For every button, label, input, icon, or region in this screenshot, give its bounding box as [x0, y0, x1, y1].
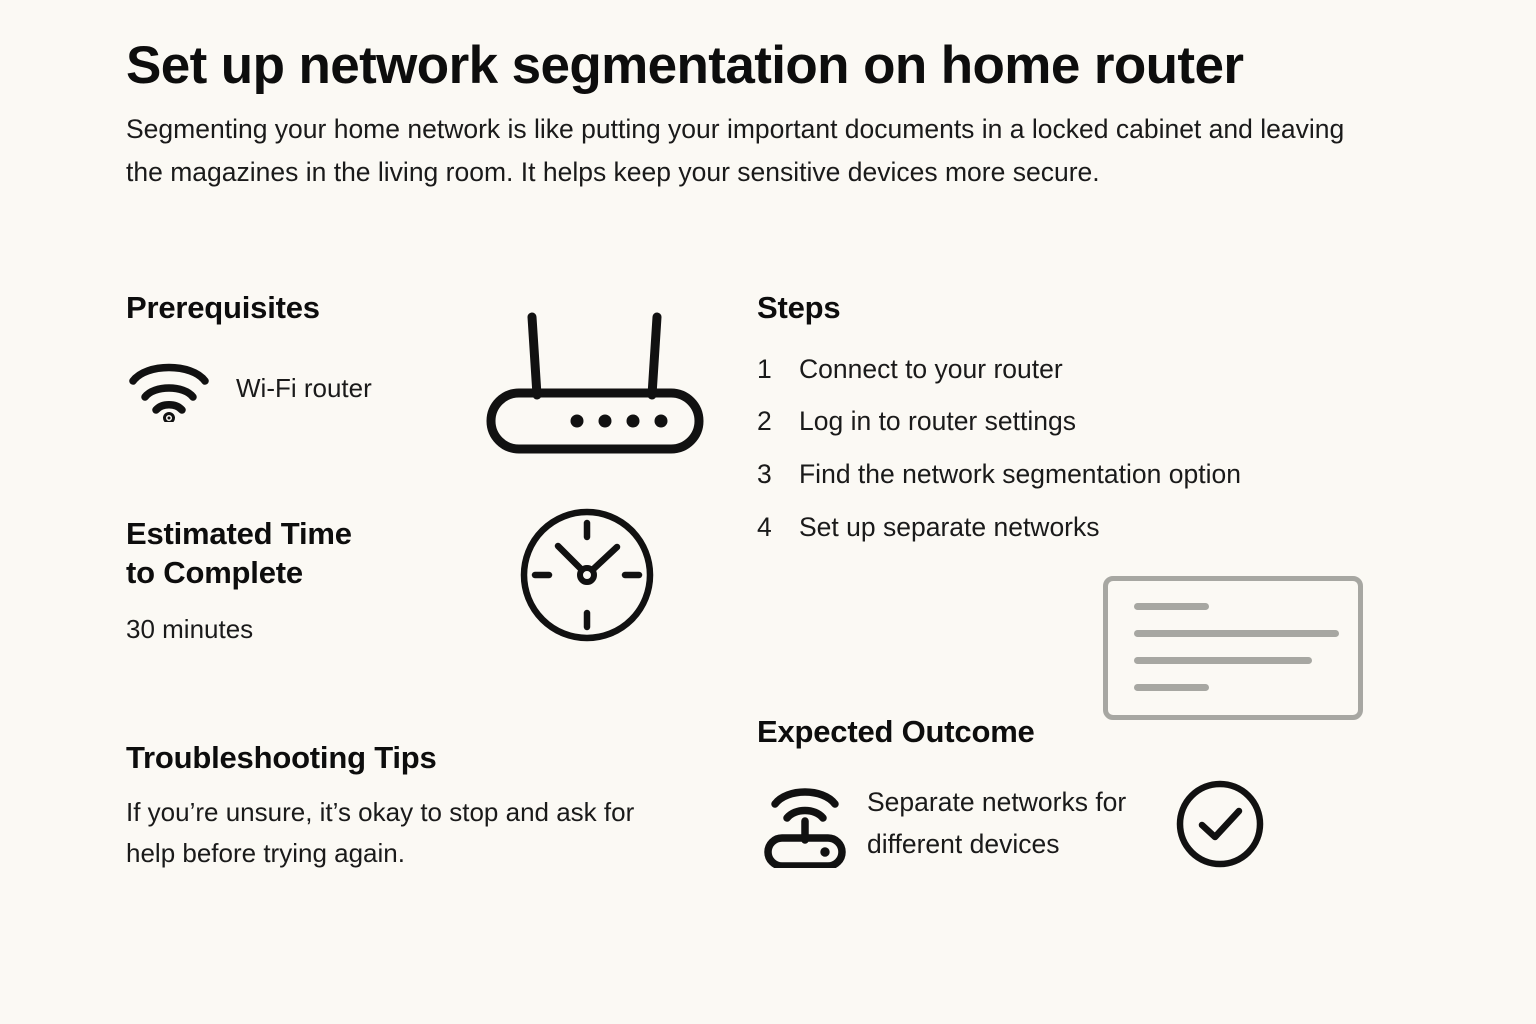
step-number: 1	[757, 353, 772, 384]
step-item: 2 Log in to router settings	[757, 406, 1397, 438]
troubleshooting-heading: Troubleshooting Tips	[126, 740, 437, 776]
steps-heading: Steps	[757, 290, 841, 325]
settings-card-illustration	[1103, 576, 1363, 720]
page-title: Set up network segmentation on home rout…	[126, 36, 1244, 95]
expected-outcome-section: Expected Outcome Separate networks for d…	[757, 712, 1397, 870]
expected-outcome-row: Separate networks for different devices	[757, 778, 1397, 870]
expected-outcome-heading: Expected Outcome	[757, 713, 1035, 749]
step-item: 1 Connect to your router	[757, 354, 1397, 386]
expected-outcome-text-line1: Separate networks for	[867, 787, 1127, 818]
prerequisites-heading: Prerequisites	[126, 290, 320, 325]
settings-card-line	[1134, 603, 1209, 610]
prerequisite-label: Wi-Fi router	[236, 373, 372, 404]
router-signal-icon	[757, 780, 861, 868]
estimated-time-section: Estimated Time to Complete 30 minutes	[126, 514, 726, 650]
steps-section: Steps 1 Connect to your router 2 Log in …	[757, 288, 1397, 544]
step-label: Set up separate networks	[799, 512, 1100, 543]
troubleshooting-section: Troubleshooting Tips If you’re unsure, i…	[126, 738, 726, 874]
right-column: Steps 1 Connect to your router 2 Log in …	[757, 288, 1397, 870]
step-item: 3 Find the network segmentation option	[757, 459, 1397, 491]
estimated-time-heading-line1: Estimated Time	[126, 515, 352, 551]
expected-outcome-text-line2: different devices	[867, 828, 1060, 859]
wifi-icon	[126, 356, 218, 422]
prerequisites-section: Prerequisites Wi-Fi router	[126, 288, 726, 422]
expected-outcome-text: Separate networks for different devices	[867, 782, 1126, 864]
step-label: Connect to your router	[799, 353, 1063, 384]
step-item: 4 Set up separate networks	[757, 512, 1397, 544]
steps-list: 1 Connect to your router 2 Log in to rou…	[757, 354, 1397, 544]
settings-card-line	[1134, 684, 1209, 691]
step-label: Log in to router settings	[799, 406, 1076, 437]
settings-card-line	[1134, 630, 1339, 637]
settings-card-box	[1103, 576, 1363, 720]
header: Set up network segmentation on home rout…	[126, 38, 1366, 193]
settings-card-line	[1134, 657, 1312, 664]
prerequisite-item: Wi-Fi router	[126, 356, 726, 422]
estimated-time-heading-line2: to Complete	[126, 555, 303, 591]
estimated-time-value: 30 minutes	[126, 614, 254, 645]
step-label: Find the network segmentation option	[799, 459, 1241, 490]
troubleshooting-text: If you’re unsure, it’s okay to stop and …	[126, 796, 635, 868]
clock-illustration	[516, 504, 658, 646]
check-circle-icon	[1172, 778, 1268, 870]
left-column: Prerequisites Wi-Fi router Estimated Tim…	[126, 288, 726, 874]
step-number: 3	[757, 459, 772, 490]
step-number: 2	[757, 406, 772, 437]
page-subtitle: Segmenting your home network is like put…	[126, 113, 1345, 187]
step-number: 4	[757, 512, 772, 543]
router-antennas-illustration	[484, 305, 706, 457]
